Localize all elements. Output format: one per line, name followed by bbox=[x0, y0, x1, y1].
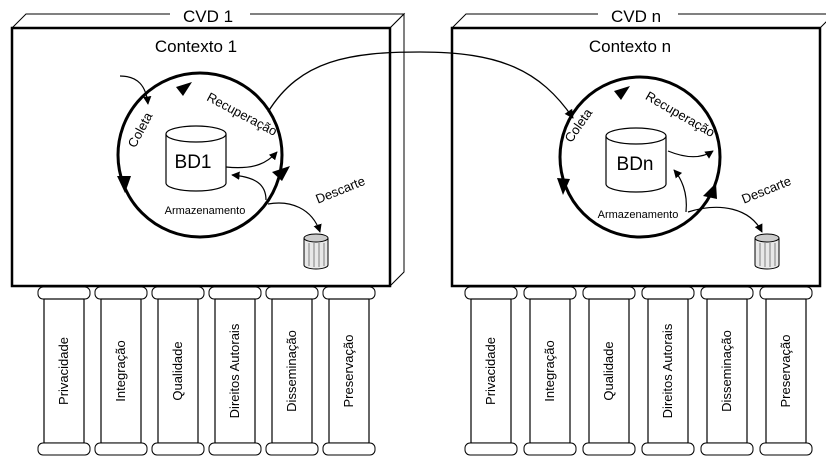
pillar-preservation-1: Preservação bbox=[322, 286, 376, 456]
stage-store-n: Armazenamento bbox=[598, 209, 679, 221]
pillar-preservation-n: Preservação bbox=[759, 286, 813, 456]
lifecycle-ring-n bbox=[557, 75, 763, 239]
pillar-privacy-n: Privacidade bbox=[464, 286, 518, 456]
svg-text:Direitos Autorais: Direitos Autorais bbox=[660, 323, 675, 418]
pillar-copyright-n: Direitos Autorais bbox=[641, 286, 695, 456]
pillar-row-n: Privacidade Integração Qualidade Direito… bbox=[464, 286, 813, 456]
svg-text:Disseminação: Disseminação bbox=[719, 330, 734, 412]
svg-text:Disseminação: Disseminação bbox=[284, 330, 299, 412]
pillar-dissemination-1: Disseminação bbox=[265, 286, 319, 456]
pillar-integration-n: Integração bbox=[523, 286, 577, 456]
cvd-title-n: CVD n bbox=[611, 7, 661, 26]
database-icon-n bbox=[605, 127, 667, 193]
cvd-title-1: CVD 1 bbox=[183, 7, 233, 26]
trash-bin-icon-1 bbox=[303, 233, 329, 270]
pillar-integration-1: Integração bbox=[94, 286, 148, 456]
svg-text:Preservação: Preservação bbox=[341, 335, 356, 408]
svg-text:Qualidade: Qualidade bbox=[601, 341, 616, 400]
pillar-row-1: Privacidade Integração Qualidade Direito… bbox=[37, 286, 376, 456]
cvd-panel-n: CVD n Contexto n Coleta Recuperação Arma… bbox=[450, 7, 826, 456]
database-label-n: BDn bbox=[617, 154, 654, 175]
database-icon-1 bbox=[165, 125, 227, 192]
stage-store-1: Armazenamento bbox=[165, 205, 246, 217]
pillar-privacy-1: Privacidade bbox=[37, 286, 91, 456]
svg-text:Privacidade: Privacidade bbox=[483, 337, 498, 405]
pillar-quality-1: Qualidade bbox=[151, 286, 205, 456]
svg-text:Integração: Integração bbox=[542, 340, 557, 401]
svg-text:Direitos Autorais: Direitos Autorais bbox=[227, 323, 242, 418]
context-title-n: Contexto n bbox=[589, 37, 671, 56]
pillar-quality-n: Qualidade bbox=[582, 286, 636, 456]
database-label-1: BD1 bbox=[175, 152, 212, 173]
pillar-dissemination-n: Disseminação bbox=[700, 286, 754, 456]
svg-text:Preservação: Preservação bbox=[778, 335, 793, 408]
svg-text:Qualidade: Qualidade bbox=[170, 341, 185, 400]
context-link-arrow bbox=[267, 51, 574, 119]
pillar-copyright-1: Direitos Autorais bbox=[208, 286, 262, 456]
trash-bin-icon-n bbox=[754, 233, 780, 270]
svg-text:Integração: Integração bbox=[113, 340, 128, 401]
lifecycle-ring-1 bbox=[116, 71, 322, 239]
cvd-panel-1: CVD 1 Contexto 1 Coleta Recuperação Arma… bbox=[10, 7, 406, 456]
svg-text:Privacidade: Privacidade bbox=[56, 337, 71, 405]
context-title-1: Contexto 1 bbox=[155, 37, 237, 56]
